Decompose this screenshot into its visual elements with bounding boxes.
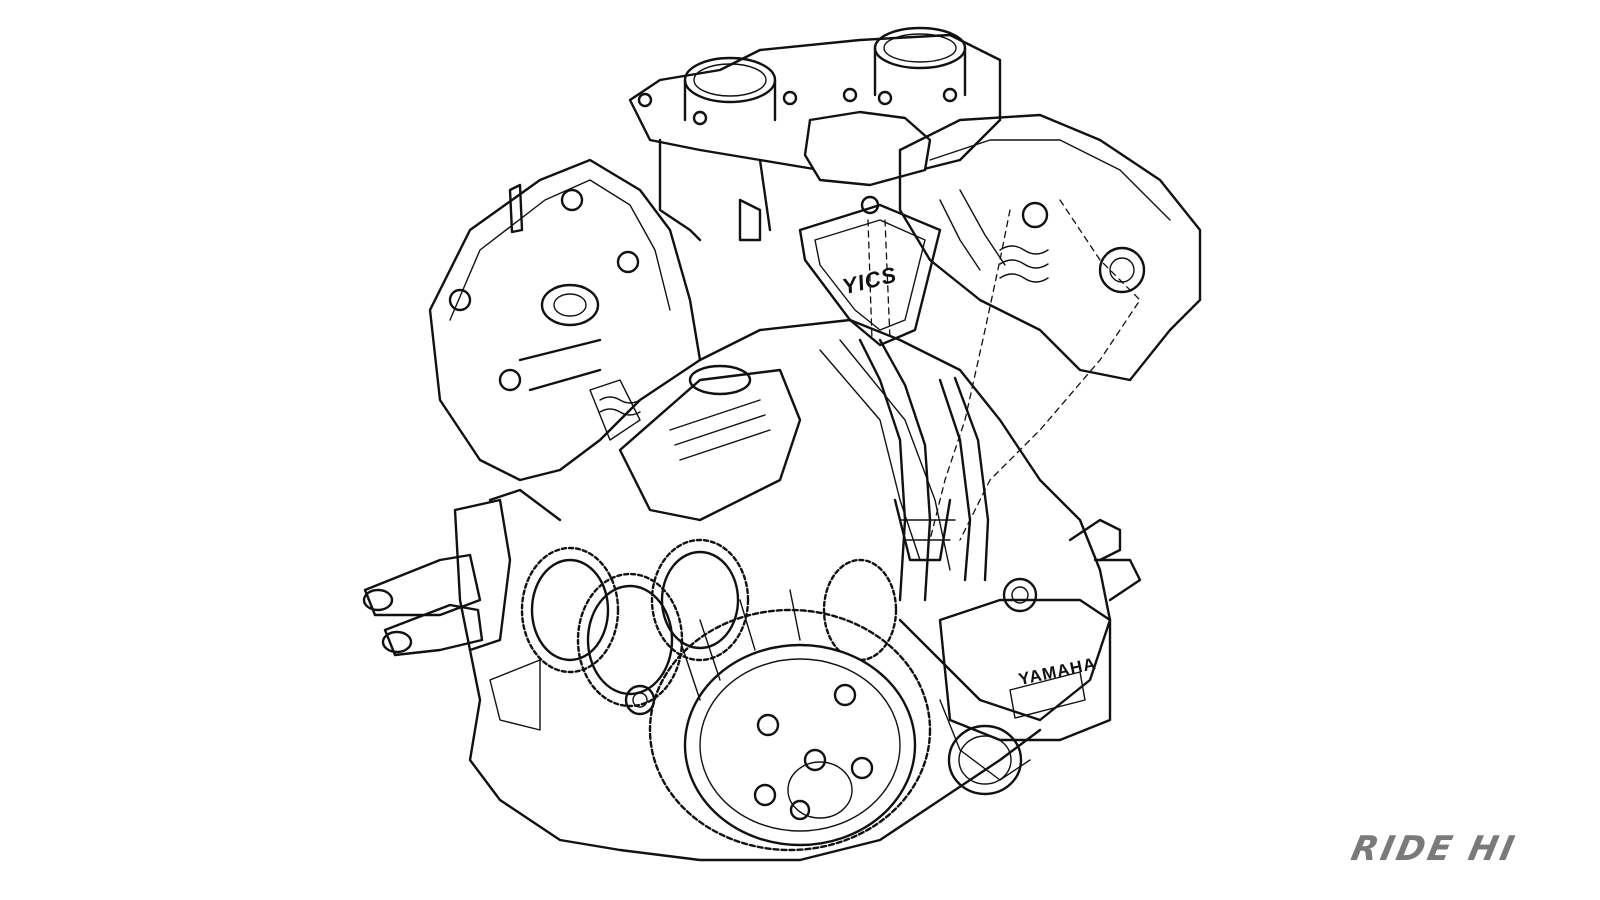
- output-yoke: [362, 488, 562, 657]
- rear-cylinder-piston: [618, 364, 802, 522]
- breather-stud: [508, 183, 524, 234]
- transmission-gears: [520, 538, 898, 716]
- clutch-basket: [648, 589, 932, 852]
- right-side-cover: [938, 518, 1142, 796]
- front-cylinder-head: [898, 113, 1202, 382]
- crankcase-center: [698, 318, 1112, 722]
- cam-chain: [929, 199, 1141, 541]
- oil-pipes: [858, 338, 990, 602]
- ride-hi-watermark: RIDE HI: [1347, 829, 1521, 869]
- yics-cover: [798, 195, 942, 347]
- carburetor-assembly: [628, 26, 1002, 242]
- lower-crankcase: [468, 648, 1042, 862]
